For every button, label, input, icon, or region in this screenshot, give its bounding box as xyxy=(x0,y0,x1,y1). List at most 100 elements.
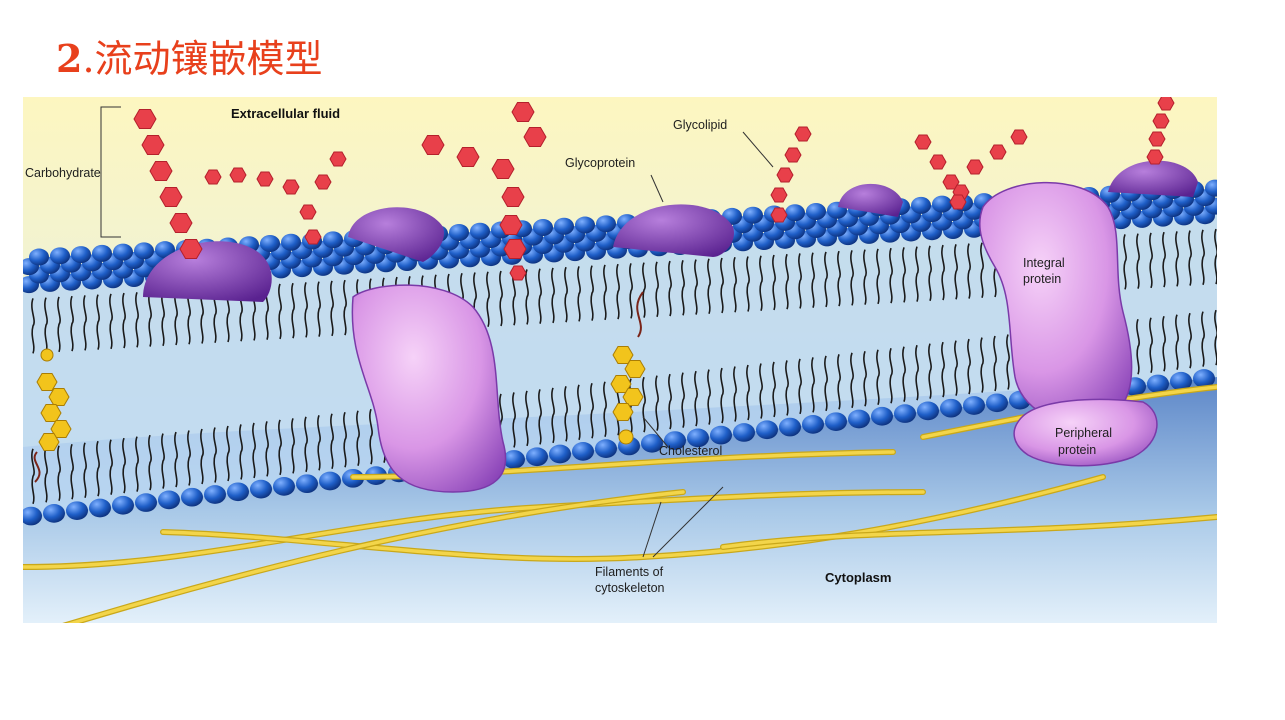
fatty-acid-tail xyxy=(148,434,152,491)
phospholipid-head xyxy=(470,222,490,240)
fatty-acid-tail xyxy=(1006,334,1010,390)
fatty-acid-tail xyxy=(44,447,48,503)
fatty-acid-tail xyxy=(1188,312,1192,369)
fatty-acid-tail xyxy=(642,262,646,318)
phospholipid-head xyxy=(756,420,778,440)
label-peripheral-2: protein xyxy=(1058,443,1096,457)
fatty-acid-tail xyxy=(1162,315,1166,372)
title-number: 2 xyxy=(56,36,83,81)
phospholipid-head xyxy=(940,398,962,418)
fatty-acid-tail xyxy=(902,346,906,402)
fatty-acid-tail xyxy=(564,266,568,323)
phospholipid-head xyxy=(112,495,134,515)
phospholipid-head xyxy=(963,396,985,415)
fatty-acid-tail xyxy=(83,295,87,351)
fatty-acid-tail xyxy=(941,244,945,301)
phospholipid-head xyxy=(986,393,1008,413)
phospholipid-head xyxy=(50,247,70,265)
fatty-acid-tail xyxy=(564,386,568,442)
fatty-acid-tail xyxy=(499,270,503,327)
fatty-acid-tail xyxy=(577,266,581,322)
integral-proteins xyxy=(351,181,1133,493)
phospholipid-head xyxy=(155,241,175,259)
phospholipid-head xyxy=(806,203,826,221)
slide-title: 2.流动镶嵌模型 xyxy=(56,34,323,84)
fatty-acid-tail xyxy=(512,392,516,448)
fatty-acid-tail xyxy=(317,415,321,471)
phospholipid-head xyxy=(89,498,111,518)
fatty-acid-tail xyxy=(148,291,152,347)
fatty-acid-tail xyxy=(707,258,711,315)
phospholipid-head xyxy=(596,215,616,233)
label-peripheral-1: Peripheral xyxy=(1055,426,1112,440)
fatty-acid-tail xyxy=(876,248,880,305)
phospholipid-head xyxy=(572,441,594,461)
fatty-acid-tail xyxy=(187,430,191,486)
fatty-acid-tail xyxy=(824,251,828,308)
fatty-acid-tail xyxy=(31,298,35,354)
fatty-acid-tail xyxy=(707,369,711,425)
fatty-acid-tail xyxy=(1136,233,1140,289)
fatty-acid-tail xyxy=(1149,317,1153,374)
fatty-acid-tail xyxy=(980,242,984,299)
peripheral-protein xyxy=(1013,398,1158,467)
fatty-acid-tail xyxy=(954,340,958,396)
fatty-acid-tail xyxy=(798,253,802,309)
fatty-acid-tail xyxy=(863,249,867,305)
label-integral-2: protein xyxy=(1023,272,1061,286)
phospholipid-head xyxy=(687,428,709,448)
fatty-acid-tail xyxy=(291,282,295,339)
fatty-acid-tail xyxy=(785,253,789,310)
fatty-acid-tail xyxy=(772,254,776,311)
fatty-acid-tail xyxy=(746,364,750,421)
phospholipid-head xyxy=(260,235,280,253)
fatty-acid-tail xyxy=(837,354,841,410)
phospholipid-head xyxy=(227,482,249,502)
fatty-acid-tail xyxy=(174,289,178,346)
fatty-acid-tail xyxy=(538,268,542,324)
phospholipid-head xyxy=(181,487,203,507)
fatty-acid-tail xyxy=(1162,231,1166,288)
fatty-acid-tail xyxy=(668,373,672,430)
phospholipid-head xyxy=(802,415,824,434)
fatty-acid-tail xyxy=(330,413,334,470)
phospholipid-head xyxy=(743,206,763,224)
fatty-acid-tail xyxy=(1175,231,1179,287)
fatty-acid-tail xyxy=(811,252,815,308)
fatty-acid-tail xyxy=(486,271,490,328)
fatty-acid-tail xyxy=(304,416,308,473)
phospholipid-head xyxy=(1170,371,1192,391)
title-separator: . xyxy=(82,37,95,81)
fatty-acid-tail xyxy=(603,381,607,438)
fatty-acid-tail xyxy=(239,424,243,480)
label-carbohydrate: Carbohydrate xyxy=(25,166,101,180)
fatty-acid-tail xyxy=(70,295,74,352)
fatty-acid-tail xyxy=(577,384,581,441)
fatty-acid-tail xyxy=(1214,309,1217,366)
fatty-acid-tail xyxy=(694,370,698,427)
fatty-acid-tail xyxy=(590,265,594,321)
fatty-acid-tail xyxy=(720,257,724,314)
phospholipid-head xyxy=(134,242,154,260)
phospholipid-head xyxy=(848,409,870,429)
phospholipid-head xyxy=(92,244,112,262)
fatty-acid-tail xyxy=(252,422,256,479)
membrane-illustration: Extracellular fluid Carbohydrate Glycoli… xyxy=(23,97,1217,623)
label-cholesterol: Cholesterol xyxy=(659,444,722,458)
fatty-acid-tail xyxy=(525,390,529,447)
phospholipid-head xyxy=(135,493,157,512)
fatty-acid-tail xyxy=(369,408,373,465)
fatty-acid-tail xyxy=(1123,234,1127,290)
fatty-acid-tail xyxy=(629,263,633,319)
fatty-acid-tail xyxy=(551,267,555,324)
phospholipid-head xyxy=(917,401,939,421)
fatty-acid-tail xyxy=(1149,232,1153,289)
phospholipid-head xyxy=(296,474,318,494)
fatty-acid-tail xyxy=(850,250,854,306)
cholesterol-molecules xyxy=(33,291,646,483)
phospholipid-head xyxy=(323,231,343,249)
fatty-acid-tail xyxy=(1136,318,1140,375)
fatty-acid-tail xyxy=(122,437,126,494)
fatty-acid-tail xyxy=(96,440,100,497)
phospholipid-head xyxy=(533,219,553,237)
